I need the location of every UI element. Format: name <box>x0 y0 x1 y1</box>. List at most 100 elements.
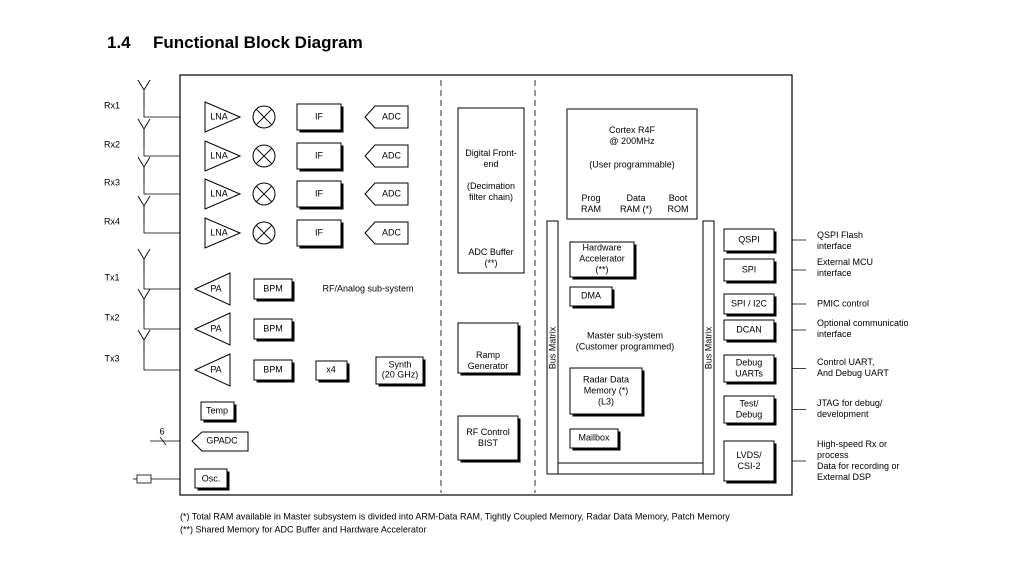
adc-block-3-label: ADC <box>382 188 402 198</box>
interface-label-1: QSPI <box>738 234 760 244</box>
adc-block-2-label: ADC <box>382 150 402 160</box>
adc-block-4-label: ADC <box>382 227 402 237</box>
rx-label-1: Rx1 <box>104 100 120 110</box>
tx-feed <box>143 358 195 371</box>
bus-matrix-label: Bus Matrix <box>703 326 713 369</box>
radar-data-memory-label: Radar Data <box>583 374 629 384</box>
ramp-label: Ramp <box>476 350 500 360</box>
interface-desc-5: And Debug UART <box>817 368 889 378</box>
data-ram-label: Data <box>626 193 645 203</box>
dfe-label: Digital Front- <box>465 148 517 158</box>
tx-antenna-icon <box>137 288 151 317</box>
bpm-label: BPM <box>263 323 283 333</box>
adc-buffer-label: (**) <box>485 258 498 268</box>
pa-amplifier-3-label: PA <box>210 364 221 374</box>
interface-label-6: Debug <box>736 409 763 419</box>
cortex-label: Cortex R4F <box>609 125 656 135</box>
temp-label: Temp <box>206 405 228 415</box>
hardware-accelerator-label: Hardware <box>582 242 621 252</box>
prog-ram-label: Prog <box>581 193 600 203</box>
if-block-3 <box>296 180 342 208</box>
pa-amplifier-2 <box>193 312 231 346</box>
interface-block-2 <box>723 258 775 282</box>
bus-matrix-bottom <box>557 462 704 475</box>
hardware-accelerator-block <box>569 241 635 278</box>
interface-desc-1: QSPI Flash <box>817 230 863 240</box>
rx-antenna-icon <box>137 79 151 108</box>
temp-block <box>200 401 235 421</box>
adc-block-1-label: ADC <box>382 111 402 121</box>
section-number: 1.4 <box>107 33 131 52</box>
adc-block-3 <box>364 182 409 206</box>
section-title: Functional Block Diagram <box>153 33 363 52</box>
interface-block-3 <box>723 293 775 315</box>
interface-block-6 <box>723 395 775 424</box>
interface-label-4: DCAN <box>736 324 762 334</box>
gpadc-label: GPADC <box>206 435 238 445</box>
cortex-block <box>566 108 698 220</box>
interface-label-7: LVDS/ <box>736 450 762 460</box>
rx-antenna-icon <box>137 195 151 224</box>
if-block-2 <box>296 142 342 170</box>
gpadc-bus-slash <box>159 436 167 446</box>
if-block-4 <box>296 219 342 247</box>
ramp-generator-block <box>457 322 519 374</box>
rx-antenna-icon <box>137 156 151 185</box>
interface-block-5 <box>723 354 775 383</box>
lna-amplifier-4 <box>204 217 242 249</box>
if-block-1 <box>296 103 342 131</box>
interface-desc-6: development <box>817 409 869 419</box>
radar-data-memory-label: (L3) <box>598 396 614 406</box>
interface-desc-2: External MCU <box>817 257 873 267</box>
interface-desc-6: JTAG for debug/ <box>817 398 883 408</box>
bus-matrix-left <box>546 220 559 475</box>
tx-antenna-icon <box>137 329 151 358</box>
adc-block-4 <box>364 221 409 245</box>
rx-label-2: Rx2 <box>104 139 120 149</box>
mixer-4-cross <box>255 224 273 242</box>
cortex-user-label: (User programmable) <box>589 159 675 169</box>
pa-amplifier-2-label: PA <box>210 323 221 333</box>
if-label: IF <box>315 188 324 198</box>
dma-label: DMA <box>581 290 601 300</box>
hardware-accelerator-label: (**) <box>596 264 609 274</box>
interface-desc-4: interface <box>817 329 852 339</box>
interface-block-4 <box>723 319 775 341</box>
dfe-label: filter chain) <box>469 192 513 202</box>
adc-buffer-label: ADC Buffer <box>468 247 513 257</box>
if-label: IF <box>315 227 324 237</box>
tx-label-1: Tx1 <box>104 272 119 282</box>
interface-label-2: SPI <box>742 264 757 274</box>
adc-block-2 <box>364 144 409 168</box>
cortex-label: @ 200MHz <box>609 136 655 146</box>
interface-desc-5: Control UART, <box>817 357 874 367</box>
synth-label: Synth <box>388 359 411 369</box>
osc-block <box>194 468 228 489</box>
mailbox-label: Mailbox <box>578 432 610 442</box>
lna-amplifier-4-label: LNA <box>210 227 228 237</box>
synth-block <box>375 356 424 385</box>
tx-label-2: Tx2 <box>104 312 119 322</box>
pa-amplifier-1-label: PA <box>210 283 221 293</box>
interface-block-7 <box>723 440 775 482</box>
lna-amplifier-1-label: LNA <box>210 111 228 121</box>
dfe-label: (Decimation <box>467 181 515 191</box>
bpm-block-3 <box>253 359 293 381</box>
interface-desc-2: interface <box>817 268 852 278</box>
gpadc-block <box>191 431 249 452</box>
adc-block-1 <box>364 105 409 129</box>
bus-matrix-right <box>702 220 715 475</box>
master-subsystem-label: Master sub-system <box>587 330 663 340</box>
dfe-label: end <box>483 159 498 169</box>
bpm-label: BPM <box>263 364 283 374</box>
interface-label-6: Test/ <box>739 398 759 408</box>
rf-control-label: BIST <box>478 438 499 448</box>
page-title: 1.4 Functional Block Diagram <box>107 33 363 53</box>
bpm-block-2 <box>253 318 293 340</box>
data-ram-label: RAM (*) <box>620 204 652 214</box>
hardware-accelerator-label: Accelerator <box>579 253 625 263</box>
lna-amplifier-3 <box>204 178 242 210</box>
lna-amplifier-2 <box>204 140 242 172</box>
interface-label-7: CSI-2 <box>737 461 760 471</box>
